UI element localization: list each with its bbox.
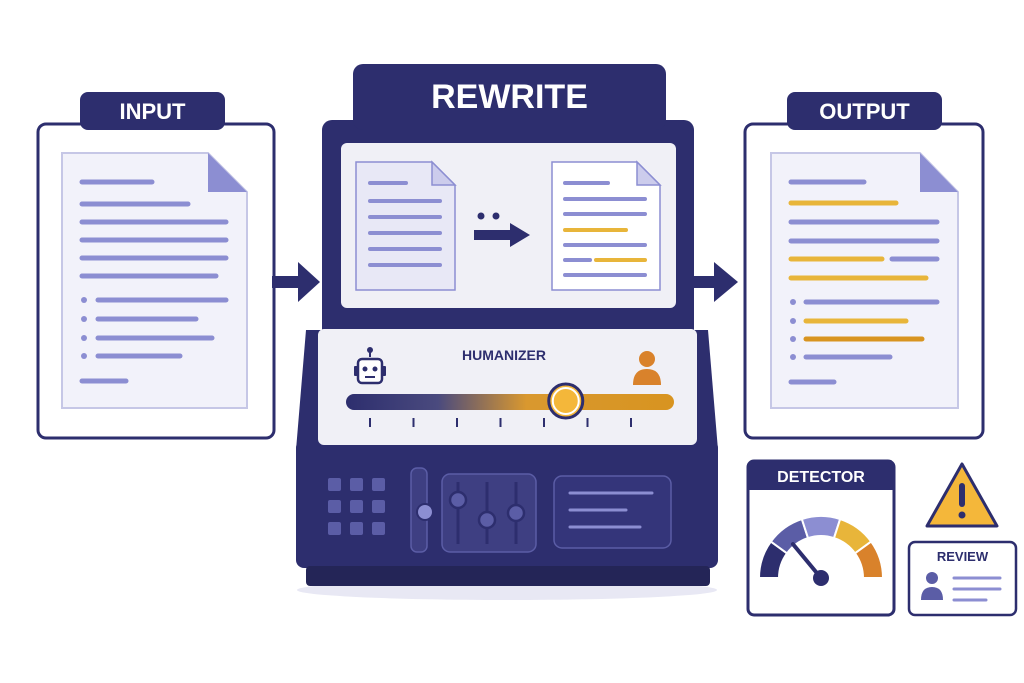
- arrow-rewrite-to-output: [694, 262, 738, 302]
- humanizer-slider-track[interactable]: [346, 394, 674, 410]
- input-panel: INPUT: [36, 92, 276, 440]
- review-label: REVIEW: [937, 549, 989, 564]
- humanizer-label: HUMANIZER: [462, 347, 546, 363]
- detector-label: DETECTOR: [777, 469, 865, 486]
- mixer-sliders[interactable]: [441, 473, 537, 553]
- gauge-hub: [813, 570, 829, 586]
- humanizer-slider-knob-ring: [551, 387, 580, 415]
- output-label: OUTPUT: [819, 99, 910, 124]
- humanizer-panel: [318, 329, 697, 445]
- vertical-lever[interactable]: [410, 467, 434, 553]
- arrow-input-to-rewrite: [272, 262, 320, 302]
- gauge-segment: [853, 540, 885, 579]
- detector-label-bar: [748, 461, 894, 490]
- display-readout: [553, 475, 672, 549]
- detector-panel: DETECTOR: [746, 459, 896, 617]
- humanizer-slider[interactable]: [346, 382, 674, 427]
- rewrite-title: REWRITE: [431, 78, 588, 116]
- review-card: REVIEW: [907, 540, 1018, 617]
- robot-icon: [354, 347, 386, 385]
- humanizer-slider-ticks: [369, 418, 632, 427]
- output-document-icon: [770, 152, 959, 409]
- warning-icon: [925, 462, 999, 528]
- input-document-icon: [61, 152, 248, 409]
- gauge-icon: [757, 515, 885, 586]
- input-label-tab: [80, 92, 225, 130]
- keypad: [328, 478, 385, 535]
- output-label-tab: [787, 92, 942, 130]
- screen-transform-arrow: [474, 212, 530, 247]
- screen-rewritten-document-icon: [551, 160, 662, 291]
- output-panel: OUTPUT: [743, 92, 985, 440]
- person-icon: [633, 351, 661, 385]
- user-card-icon: [921, 572, 1002, 602]
- screen-source-document-icon: [355, 160, 457, 291]
- input-label: INPUT: [120, 99, 187, 124]
- rewrite-title-plate: [353, 64, 666, 130]
- rewrite-machine: REWRITE: [296, 64, 718, 600]
